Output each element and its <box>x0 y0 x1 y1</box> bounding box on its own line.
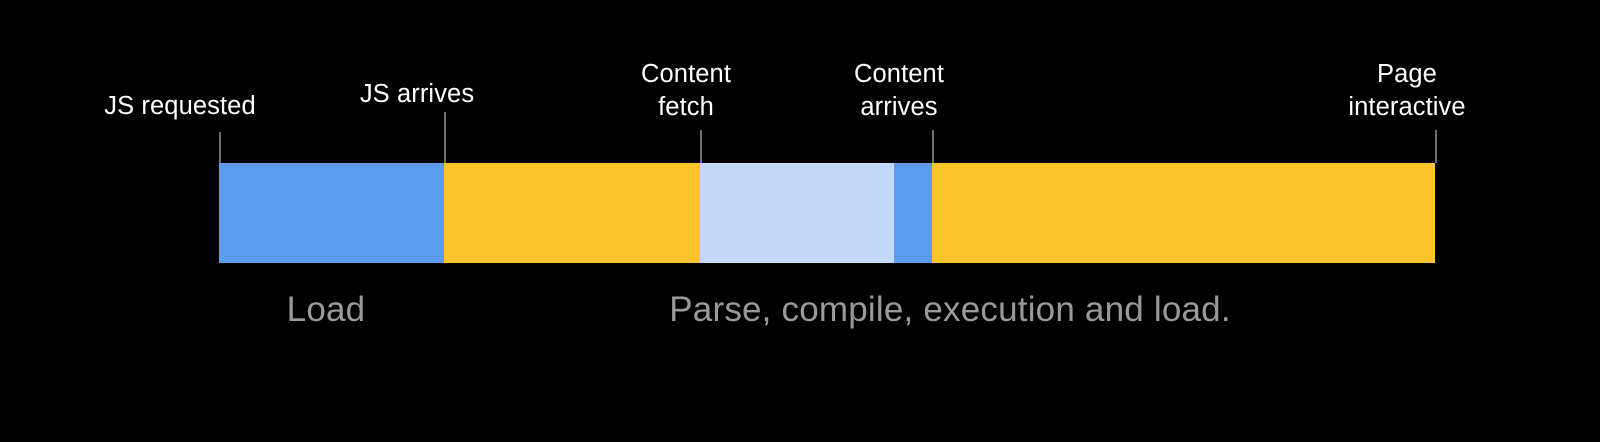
tick-line-js-arrives <box>444 112 446 163</box>
marker-label-js-requested: JS requested <box>104 92 256 120</box>
bar-segment-js-load <box>219 163 444 263</box>
bar-segment-content-fetch-wait <box>700 163 894 263</box>
tick-line-content-fetch <box>700 130 702 163</box>
marker-label-js-arrives: JS arrives <box>359 80 475 108</box>
marker-label-page-interactive: Page interactive <box>1348 60 1466 121</box>
bar-segment-content-load <box>894 163 932 263</box>
marker-label-content-arrives: Content arrives <box>853 60 945 121</box>
tick-line-content-arrives <box>932 130 934 163</box>
tick-line-js-requested <box>219 132 221 163</box>
caption-load: Load <box>286 290 366 329</box>
caption-parse: Parse, compile, execution and load. <box>669 290 1231 329</box>
tick-line-page-interactive <box>1435 130 1437 163</box>
bar-segment-parse-compile-exec-1 <box>444 163 700 263</box>
timeline-bar <box>219 163 1435 263</box>
bar-segment-parse-compile-exec-2 <box>932 163 1435 263</box>
marker-label-content-fetch: Content fetch <box>640 60 732 121</box>
